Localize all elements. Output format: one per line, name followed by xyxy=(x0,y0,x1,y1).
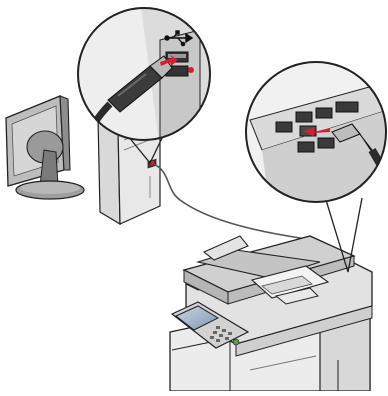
computer-usb-port-callout xyxy=(70,0,220,150)
printer-usb-port-callout xyxy=(240,60,388,210)
printer xyxy=(170,236,372,391)
monitor xyxy=(6,96,84,199)
